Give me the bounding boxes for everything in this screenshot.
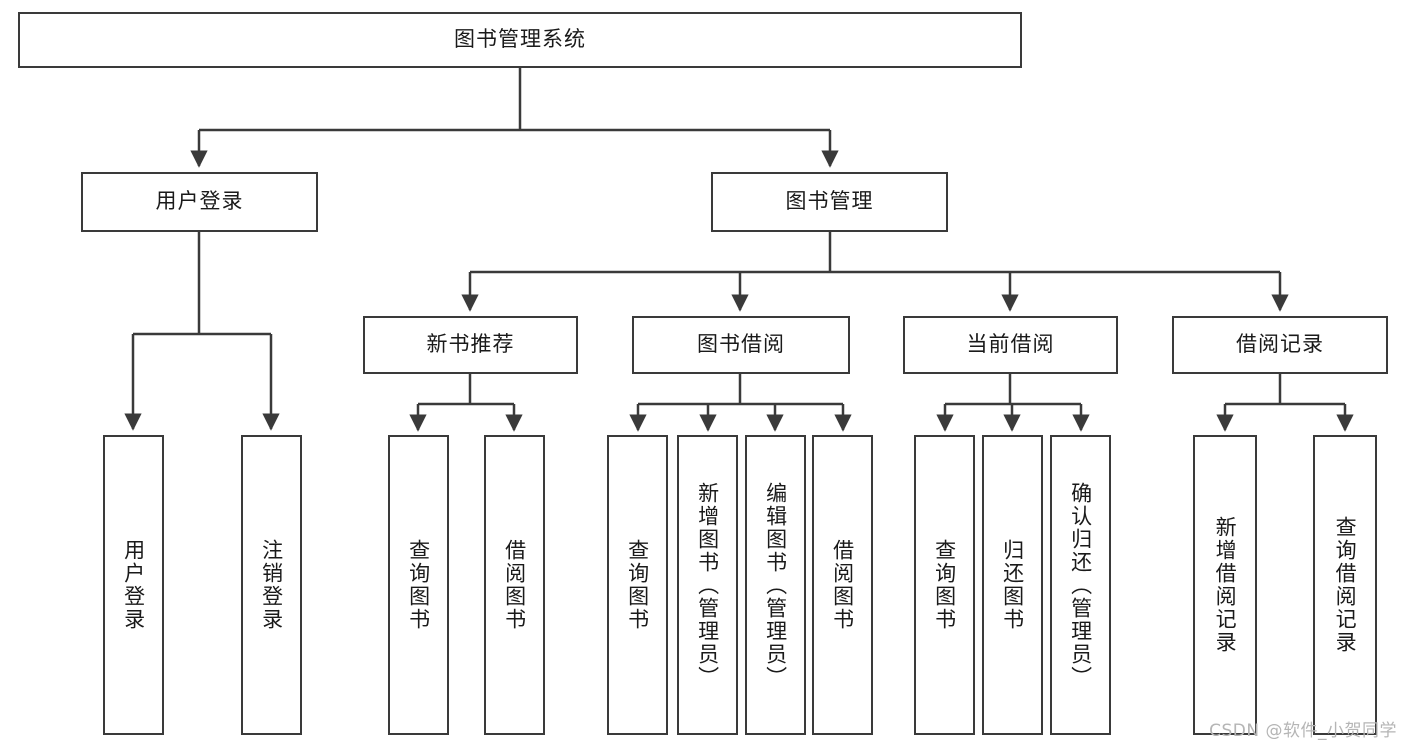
node-label: 用户登录	[155, 189, 244, 214]
leaf-recommend-borrow-book[interactable]: 借阅图书	[484, 435, 545, 735]
node-label: 借阅记录	[1236, 332, 1324, 357]
leaf-current-query-book[interactable]: 查询图书	[914, 435, 975, 735]
node-label: 当前借阅	[966, 332, 1055, 357]
node-label: 查询图书	[932, 539, 957, 631]
node-label: 图书管理	[785, 189, 874, 214]
leaf-current-confirm-return-admin[interactable]: 确认归还（管理员）	[1050, 435, 1111, 735]
node-label: 查询图书	[625, 539, 650, 631]
leaf-user-login-login[interactable]: 用户登录	[103, 435, 164, 735]
node-label: 图书管理系统	[454, 27, 586, 52]
node-label: 归还图书	[1000, 539, 1025, 631]
node-root-system[interactable]: 图书管理系统	[18, 12, 1022, 68]
node-book-borrow[interactable]: 图书借阅	[632, 316, 850, 374]
node-label: 注销登录	[259, 539, 284, 631]
node-label: 借阅图书	[830, 539, 855, 631]
leaf-record-add-record[interactable]: 新增借阅记录	[1193, 435, 1257, 735]
node-borrow-record[interactable]: 借阅记录	[1172, 316, 1388, 374]
leaf-user-login-logout[interactable]: 注销登录	[241, 435, 302, 735]
leaf-borrow-add-book-admin[interactable]: 新增图书（管理员）	[677, 435, 738, 735]
node-label: 查询图书	[406, 539, 431, 631]
node-label: 新增借阅记录	[1213, 516, 1238, 654]
leaf-borrow-edit-book-admin[interactable]: 编辑图书（管理员）	[745, 435, 806, 735]
node-label: 用户登录	[121, 539, 146, 631]
node-user-login[interactable]: 用户登录	[81, 172, 318, 232]
node-label: 图书借阅	[697, 332, 785, 357]
node-current-borrow[interactable]: 当前借阅	[903, 316, 1118, 374]
node-label: 确认归还（管理员）	[1068, 481, 1093, 689]
leaf-record-query-record[interactable]: 查询借阅记录	[1313, 435, 1377, 735]
node-label: 查询借阅记录	[1333, 516, 1358, 654]
node-book-management[interactable]: 图书管理	[711, 172, 948, 232]
leaf-current-return-book[interactable]: 归还图书	[982, 435, 1043, 735]
leaf-borrow-borrow-book[interactable]: 借阅图书	[812, 435, 873, 735]
node-label: 借阅图书	[502, 539, 527, 631]
node-label: 新书推荐	[426, 332, 515, 357]
leaf-borrow-query-book[interactable]: 查询图书	[607, 435, 668, 735]
node-label: 新增图书（管理员）	[695, 481, 720, 689]
node-new-book-recommend[interactable]: 新书推荐	[363, 316, 578, 374]
leaf-recommend-query-book[interactable]: 查询图书	[388, 435, 449, 735]
node-label: 编辑图书（管理员）	[763, 481, 788, 689]
